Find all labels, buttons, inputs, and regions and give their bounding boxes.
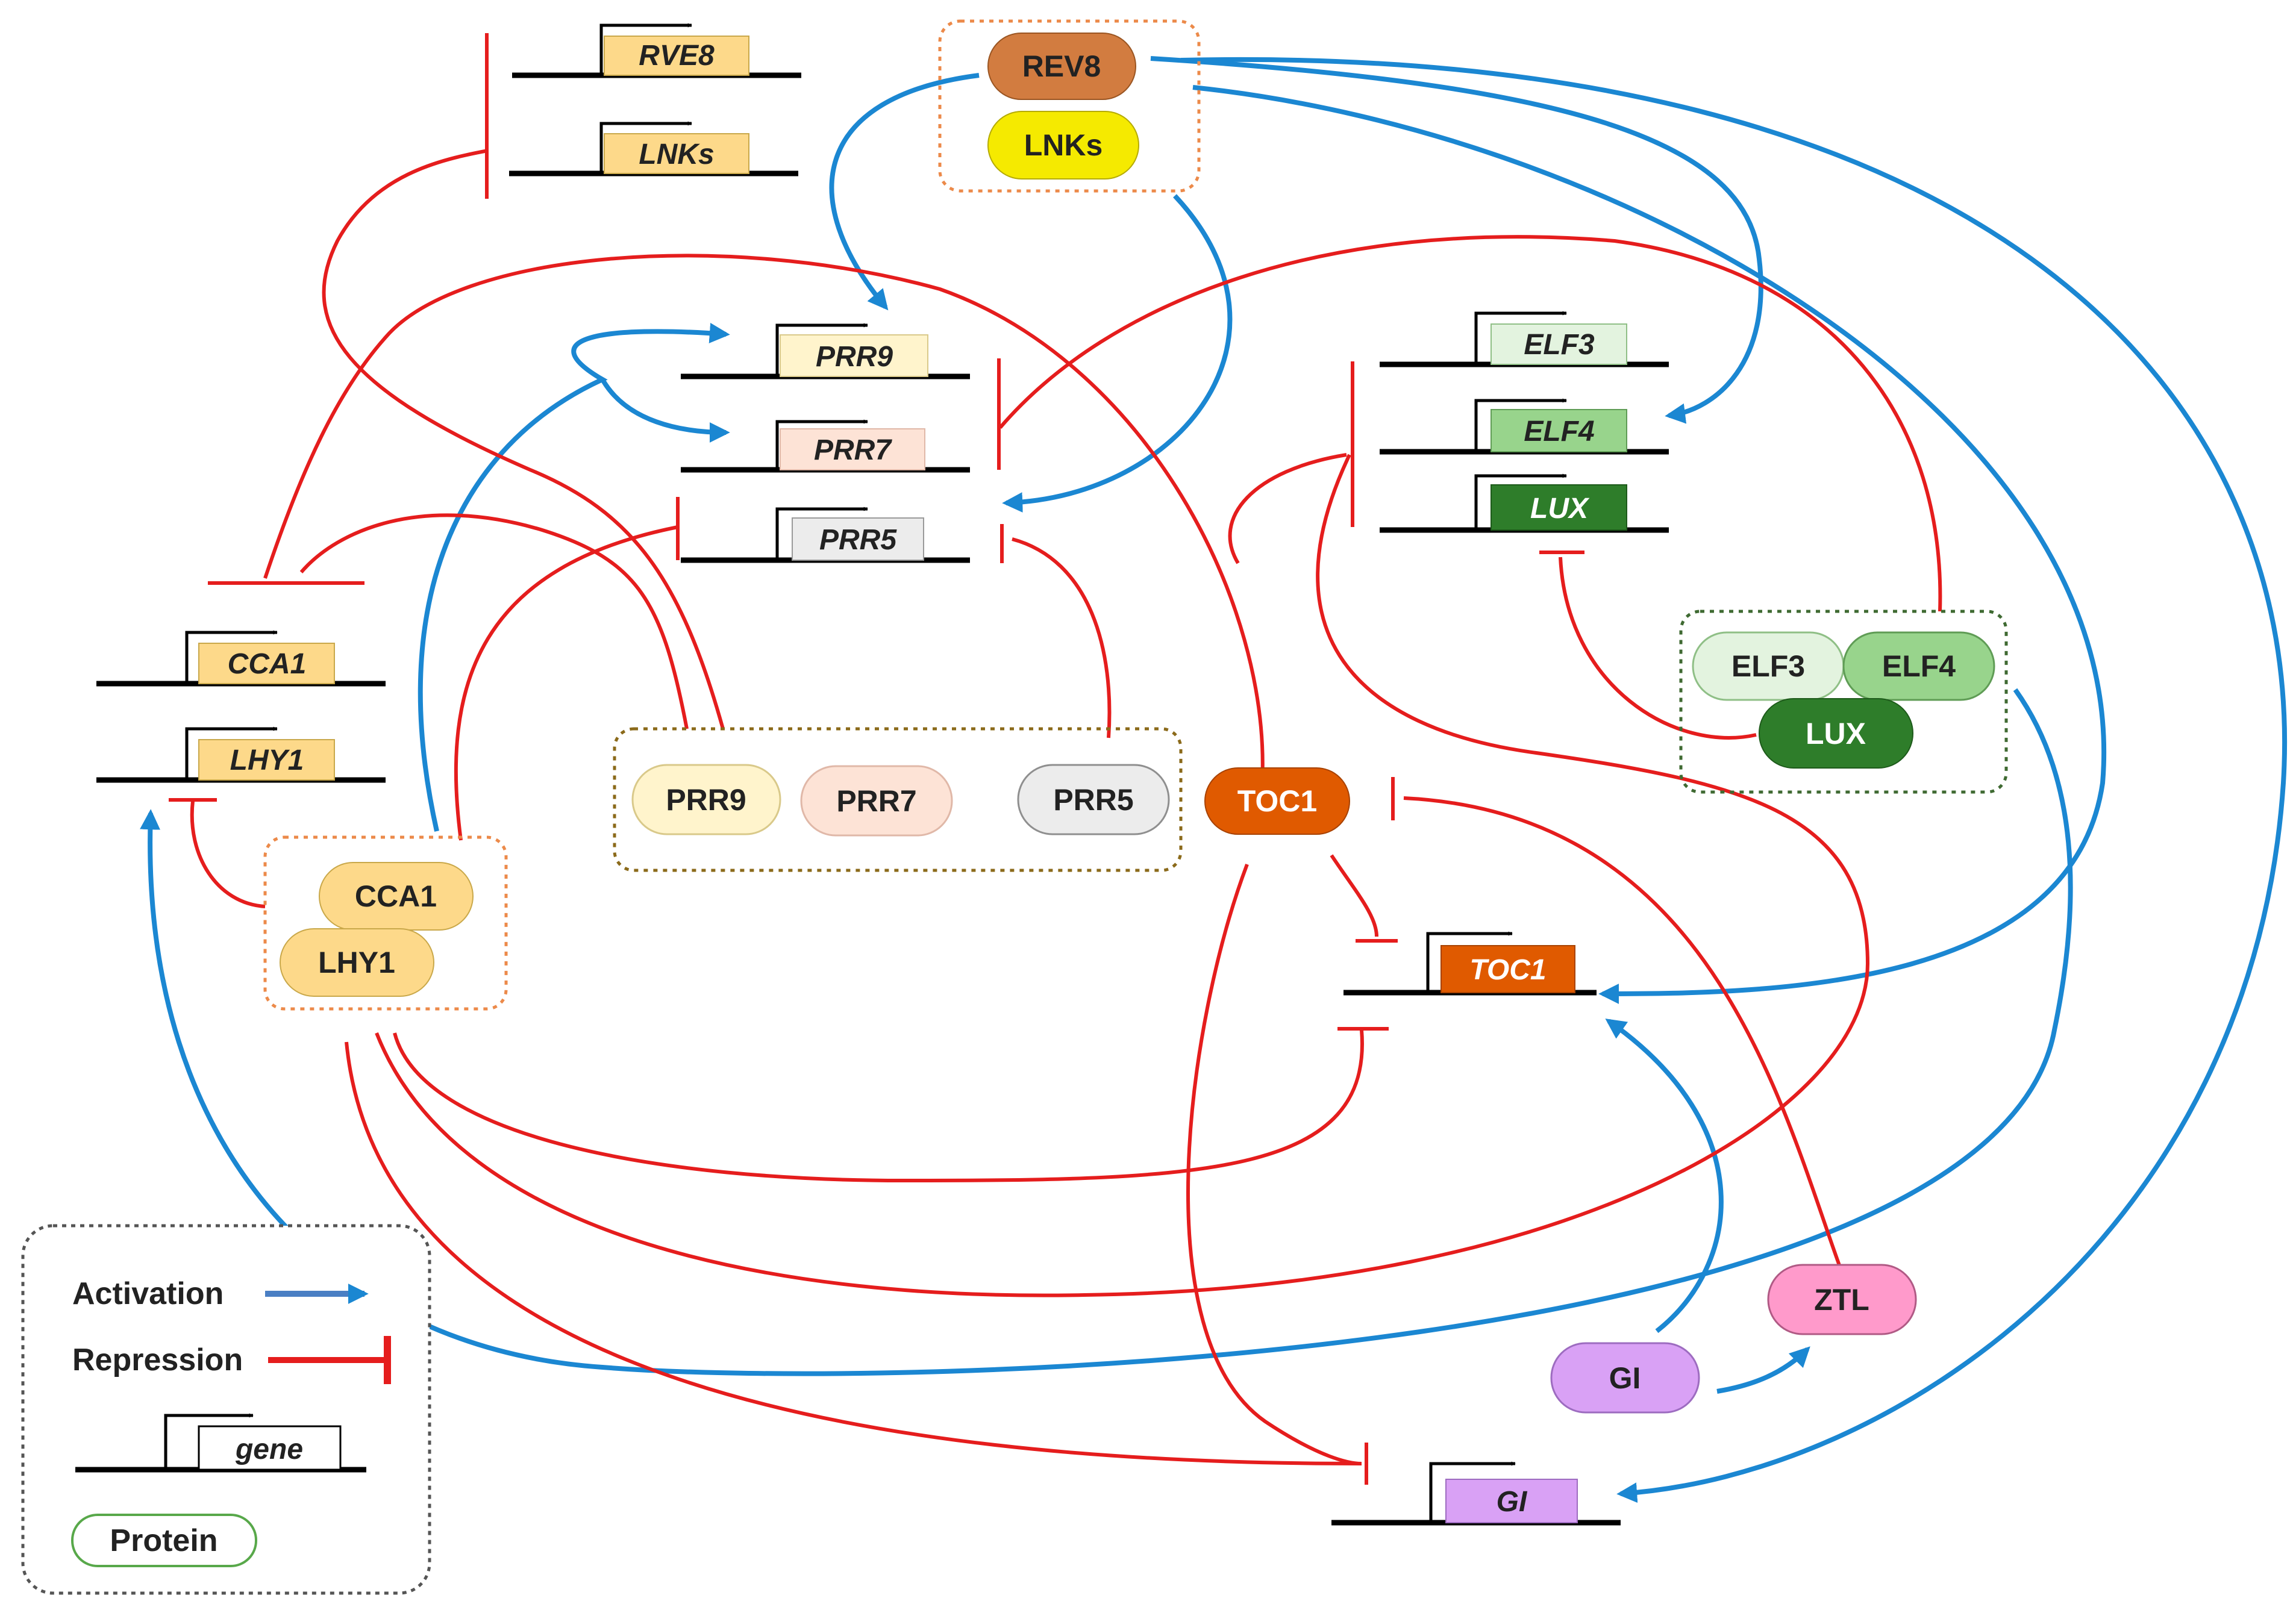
protein-label-prr7: PRR7: [836, 784, 916, 818]
edge-toc1-to-gi: [1186, 863, 1362, 1465]
legend: Activation Repression gene Protein: [21, 1224, 431, 1595]
legend-protein-pill: [71, 1514, 257, 1567]
gene-prr7: PRR7: [681, 419, 970, 473]
gene-toc1: TOC1: [1344, 931, 1597, 996]
repression-bars: [169, 33, 1584, 1485]
repression-edges: [190, 149, 1942, 1465]
protein-label-toc1: TOC1: [1237, 784, 1317, 818]
gene-elf4: ELF4: [1380, 398, 1669, 455]
complex-rev8-lnks: [938, 19, 1201, 193]
protein-lux: LUX: [1759, 698, 1913, 769]
gene-lhy1: LHY1: [96, 726, 386, 783]
protein-label-ztl: ZTL: [1814, 1283, 1869, 1317]
protein-label-lux: LUX: [1806, 717, 1866, 750]
edge-toc1-to-elf-lux: [1228, 453, 1347, 564]
edge-cca1-to-toc1: [393, 1029, 1364, 1183]
gene-cca1: CCA1: [96, 630, 386, 687]
protein-label-cca1: CCA1: [355, 879, 437, 913]
protein-prr5: PRR5: [1017, 764, 1170, 835]
complex-evening: [1679, 610, 2008, 794]
edge-toc1-self: [1330, 854, 1378, 937]
gene-lnks: LNKs: [509, 121, 798, 176]
protein-cca1: CCA1: [319, 862, 474, 931]
edge-rev8-to-prr9: [829, 73, 980, 311]
edge-rev8-to-elf4: [1150, 56, 1763, 424]
gene-lux: LUX: [1380, 473, 1669, 533]
protein-label-lnks: LNKs: [1024, 128, 1103, 162]
gene-label-elf4: ELF4: [1524, 416, 1594, 448]
protein-toc1: TOC1: [1204, 767, 1350, 835]
complex-cca1-lhy1: [263, 835, 508, 1011]
protein-label-elf3: ELF3: [1731, 649, 1805, 683]
protein-lnks: LNKs: [987, 111, 1139, 179]
gene-gi: GI: [1331, 1461, 1621, 1526]
edge-toc1-to-cca1: [263, 254, 1265, 784]
protein-label-prr9: PRR9: [666, 783, 746, 817]
edge-luxcomplex-to-prr9: [998, 235, 1942, 612]
edge-cca1-to-prr7: [600, 378, 730, 443]
legend-gene-label: gene: [235, 1434, 303, 1465]
protein-prr9: PRR9: [631, 764, 781, 835]
gene-label-lhy1: LHY1: [230, 744, 304, 776]
gene-label-lux: LUX: [1530, 493, 1590, 525]
legend-gene-box: [198, 1425, 342, 1471]
edge-cca1-to-prr5: [454, 525, 678, 841]
protein-elf3: ELF3: [1692, 631, 1845, 701]
edge-gi-to-toc1: [1605, 1019, 1724, 1334]
edge-cca1-to-gi: [345, 1041, 1362, 1465]
legend-protein-label: Protein: [110, 1523, 217, 1558]
edge-cca1-to-prr9-prr7: [418, 323, 730, 832]
protein-label-lhy1: LHY1: [318, 946, 395, 979]
gene-label-toc1: TOC1: [1469, 954, 1546, 986]
protein-label-rev8: REV8: [1022, 49, 1101, 83]
edge-gi-to-ztl: [1716, 1346, 1810, 1394]
edge-rev8-to-gi: [1180, 57, 2288, 1503]
gene-rve8: RVE8: [512, 23, 801, 78]
edge-prr-to-rve8-lnks: [322, 149, 725, 729]
complex-prr: [613, 727, 1183, 872]
gene-prr9: PRR9: [681, 323, 970, 379]
activation-edges: [140, 56, 2288, 1503]
gene-prr5: PRR5: [681, 507, 970, 563]
edge-ztl-to-toc1: [1403, 796, 1845, 1278]
edge-prr-to-cca1: [299, 513, 689, 729]
gene-label-lnks: LNKs: [639, 139, 714, 170]
gene-label-elf3: ELF3: [1524, 329, 1595, 361]
legend-activation-label: Activation: [72, 1276, 224, 1311]
edge-prr5-self: [1012, 537, 1112, 738]
protein-label-elf4: ELF4: [1882, 649, 1956, 683]
legend-repression-label: Repression: [72, 1343, 243, 1378]
protein-prr7: PRR7: [800, 765, 953, 837]
protein-ztl: ZTL: [1767, 1264, 1917, 1335]
protein-elf4: ELF4: [1842, 631, 1995, 701]
gene-label-gi: GI: [1497, 1486, 1528, 1518]
protein-gi: GI: [1550, 1342, 1700, 1414]
edge-cca1-lhy1-self: [190, 800, 266, 908]
protein-label-prr5: PRR5: [1053, 783, 1133, 817]
gene-label-cca1: CCA1: [228, 648, 307, 680]
edge-luxprot-to-lux: [1559, 557, 1757, 740]
gene-label-prr7: PRR7: [814, 434, 892, 466]
edge-elf4-to-lhy1: [140, 688, 2073, 1376]
protein-rev8: REV8: [987, 33, 1136, 100]
protein-lhy1: LHY1: [280, 928, 434, 997]
gene-label-prr9: PRR9: [816, 341, 893, 373]
edge-lnks-to-prr5: [1002, 194, 1233, 513]
protein-label-gi: GI: [1609, 1361, 1641, 1395]
gene-elf3: ELF3: [1380, 311, 1669, 367]
gene-label-prr5: PRR5: [819, 524, 897, 556]
edge-rev8-to-toc1: [1192, 85, 2106, 1004]
gene-label-rve8: RVE8: [639, 40, 715, 72]
edge-cca1-to-elf-lux: [375, 454, 1870, 1297]
